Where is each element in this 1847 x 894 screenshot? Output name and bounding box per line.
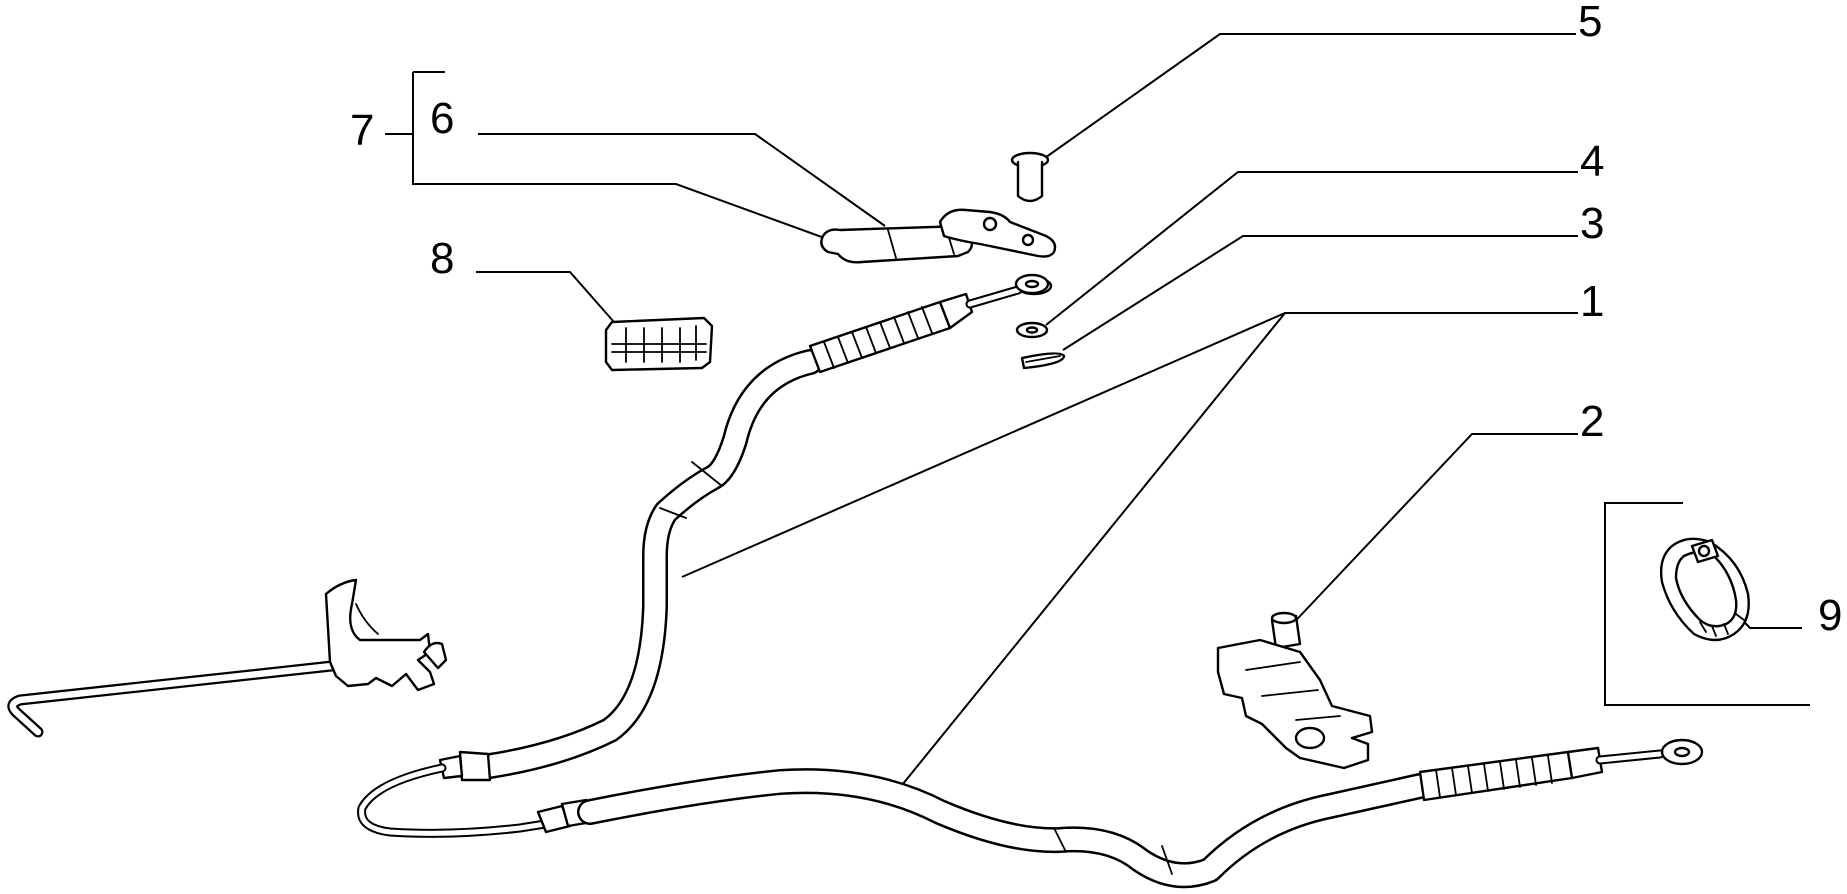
callout-2: 2	[1580, 397, 1604, 446]
callout-3: 3	[1580, 199, 1604, 248]
cable-lower	[577, 768, 1433, 889]
leader-1	[681, 312, 1578, 791]
callout-4: 4	[1580, 137, 1604, 186]
spring-boot-lower	[1418, 738, 1704, 802]
callout-8: 8	[430, 234, 454, 283]
leader-7	[385, 71, 831, 241]
lever-assembly	[820, 208, 1057, 264]
callout-9: 9	[1818, 591, 1842, 640]
cable-upper	[477, 349, 823, 779]
spring-boot-upper	[808, 273, 1050, 374]
callout-1: 1	[1580, 277, 1604, 326]
leader-3	[1062, 235, 1578, 351]
mounting-bracket	[1216, 611, 1374, 770]
clevis-pin	[1010, 151, 1050, 203]
leader-lines	[385, 33, 1810, 791]
leader-4	[1045, 171, 1578, 326]
pull-rod-bracket	[7, 578, 448, 738]
leader-6	[478, 133, 886, 227]
leader-2	[1284, 433, 1578, 633]
hose-clamp	[1659, 537, 1750, 642]
leader-5	[1041, 33, 1576, 161]
callout-5: 5	[1578, 0, 1602, 46]
leader-8	[476, 271, 615, 323]
callout-7: 7	[350, 106, 374, 155]
callout-6: 6	[430, 94, 454, 143]
cable-clip	[604, 316, 714, 372]
split-pin	[1020, 352, 1066, 370]
washer-lower	[1015, 321, 1049, 339]
